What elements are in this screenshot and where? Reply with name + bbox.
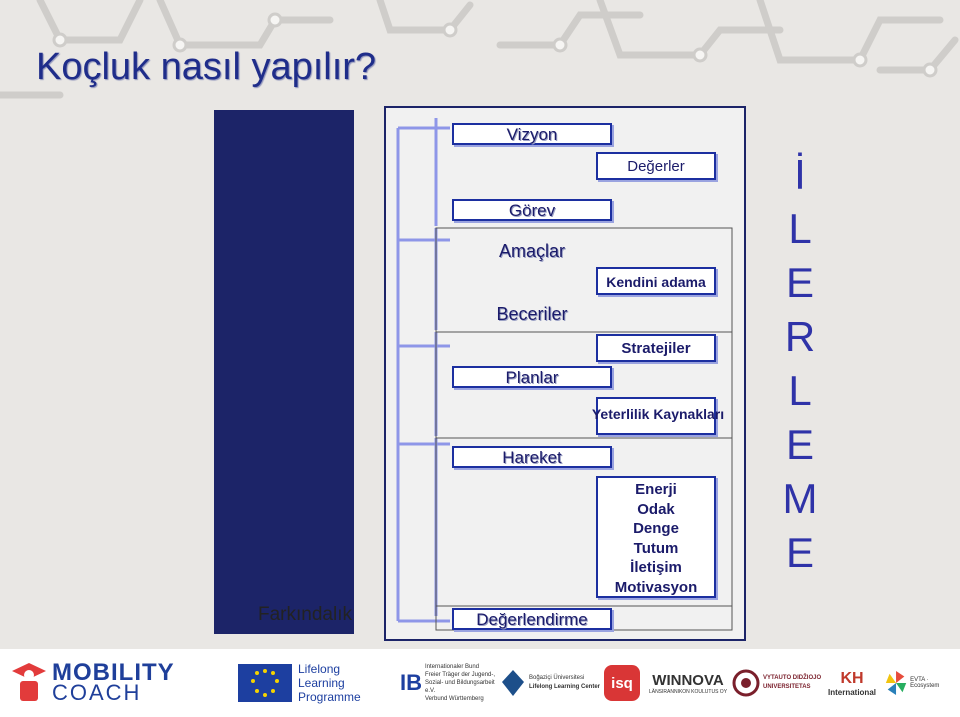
- hareket-box: Hareket: [452, 446, 612, 468]
- pinwheel-icon: [885, 670, 907, 696]
- bogazici-emblem-icon: [502, 670, 524, 696]
- resource-item: Motivasyon: [614, 578, 698, 596]
- beceriler-label: Beceriler: [496, 304, 568, 324]
- eu-flag-icon: [238, 664, 292, 702]
- ib-line: Sozial- und Bildungsarbeit e.V.: [425, 680, 495, 694]
- mobility-coach-logo: MOBILITY COACH: [10, 649, 235, 717]
- isq-logo: isq: [604, 649, 644, 717]
- kendini-adama-box: Kendini adama: [596, 267, 716, 295]
- winnova-sub: LÄNSIRANNIKON KOULUTUS OY: [648, 688, 728, 695]
- graduate-icon: [12, 663, 46, 701]
- winnova-logo: WINNOVA LÄNSIRANNIKON KOULUTUS OY: [648, 649, 728, 717]
- ib-logo: IB Internationaler Bund Freier Träger de…: [400, 649, 496, 717]
- letter: E: [785, 529, 814, 576]
- ib-line: Internationaler Bund: [425, 664, 480, 670]
- vdu-line: UNIVERSITETAS: [763, 684, 811, 690]
- resource-item: Tutum: [633, 539, 679, 557]
- letter: E: [785, 259, 814, 306]
- kh-international-logo: KH International: [824, 649, 880, 717]
- evta-text: EVTA · Ecosystem: [910, 677, 940, 689]
- resources-box: Enerji Odak Denge Tutum İletişim Motivas…: [596, 476, 716, 598]
- kh-text: KH: [840, 669, 864, 687]
- resource-item: Odak: [637, 500, 675, 518]
- letter: L: [788, 205, 812, 252]
- vertical-word-ilerleme: İ L E R L E M E: [770, 148, 830, 580]
- page-title: Koçluk nasıl yapılır?: [36, 46, 377, 88]
- vizyon-box: Vizyon: [452, 123, 612, 145]
- letter: L: [788, 367, 812, 414]
- yeterlilik-box: [596, 397, 716, 435]
- degerler-box: Değerler: [596, 152, 716, 180]
- resource-item: Enerji: [635, 481, 677, 498]
- ib-line: Freier Träger der Jugend-,: [425, 672, 496, 678]
- vdu-seal-icon: [732, 669, 760, 697]
- bogazici-logo: Boğaziçi Üniversitesi Lifelong Learning …: [500, 649, 600, 717]
- footer-logo-bar: MOBILITY COACH Lifelong Learning Program…: [0, 649, 960, 717]
- stratejiler-box: Stratejiler: [596, 334, 716, 362]
- letter: M: [782, 475, 818, 522]
- vdu-line: VYTAUTO DIDŽIOJO: [763, 675, 822, 681]
- lifelong-line: Lifelong: [298, 662, 341, 676]
- resource-item: İletişim: [630, 559, 682, 576]
- kh-sub: International: [827, 687, 876, 697]
- yeterlilik-label: Yeterlilik Kaynakları: [591, 406, 725, 422]
- letter: E: [785, 421, 814, 468]
- background-map-decoration: [0, 0, 959, 99]
- mobility-text: MOBILITY: [52, 659, 175, 686]
- resource-item: Denge: [633, 520, 679, 537]
- gorev-box: Görev: [452, 199, 612, 221]
- ib-line: Verbund Württemberg: [425, 696, 484, 702]
- letter: İ: [794, 151, 806, 198]
- isq-text: isq: [604, 665, 640, 701]
- sidebar-panel: [214, 110, 354, 634]
- amaclar-label: Amaçlar: [498, 241, 565, 261]
- planlar-box: Planlar: [452, 366, 612, 388]
- farkindalik-label: Farkındalık: [258, 604, 352, 625]
- winnova-text: WINNOVA: [652, 671, 724, 689]
- bracket-lines: [396, 118, 733, 631]
- evta-logo: EVTA · Ecosystem: [884, 649, 956, 717]
- bogazici-line: Lifelong Learning Center: [529, 684, 601, 690]
- bogazici-line: Boğaziçi Üniversitesi: [529, 675, 585, 681]
- lifelong-line: Learning: [298, 676, 345, 690]
- degerlendirme-box: Değerlendirme: [452, 608, 612, 630]
- lifelong-learning-logo: Lifelong Learning Programme: [238, 649, 368, 717]
- coach-text: COACH: [52, 680, 142, 705]
- vdu-logo: VYTAUTO DIDŽIOJO UNIVERSITETAS: [732, 649, 822, 717]
- lifelong-line: Programme: [298, 690, 361, 704]
- letter: R: [784, 313, 816, 360]
- ib-text: IB: [400, 670, 422, 695]
